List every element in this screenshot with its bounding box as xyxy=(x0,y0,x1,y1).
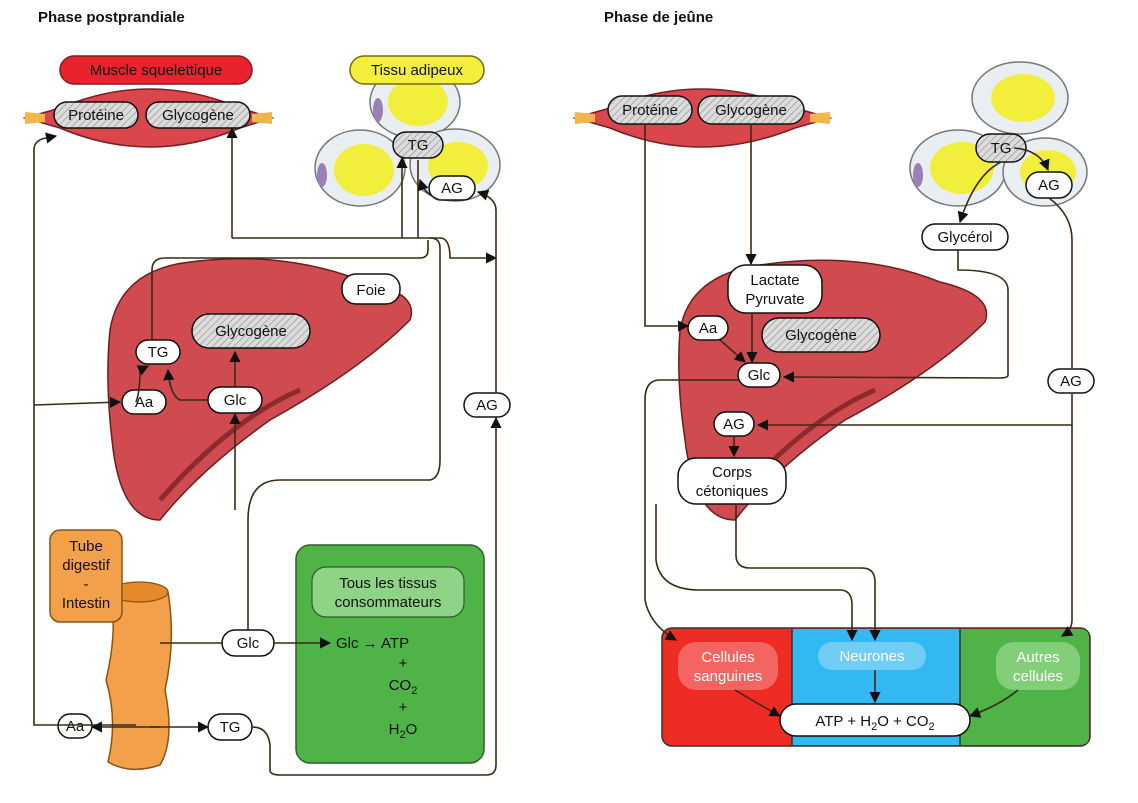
gut-label: Tube digestif - Intestin xyxy=(49,529,123,623)
svg-text:Foie: Foie xyxy=(356,282,385,299)
svg-text:Tous les tissus: Tous les tissus xyxy=(339,575,437,592)
svg-text:AG: AG xyxy=(476,397,498,414)
svg-text:sanguines: sanguines xyxy=(694,668,762,685)
svg-text:cellules: cellules xyxy=(1013,668,1063,685)
svg-text:Glycogène: Glycogène xyxy=(215,323,287,340)
svg-text:Glycérol: Glycérol xyxy=(937,229,992,246)
svg-text:Pyruvate: Pyruvate xyxy=(745,291,804,308)
svg-text:AG: AG xyxy=(723,416,745,433)
svg-text:Intestin: Intestin xyxy=(62,595,110,612)
svg-text:consommateurs: consommateurs xyxy=(335,594,442,611)
right-glc-node: Glc xyxy=(737,362,781,388)
right-connector-lines xyxy=(644,124,1074,718)
svg-text:AG: AG xyxy=(1038,177,1060,194)
svg-text:AG: AG xyxy=(441,180,463,197)
svg-text:Glycogène: Glycogène xyxy=(785,327,857,344)
svg-text:cétoniques: cétoniques xyxy=(696,483,769,500)
svg-text:Muscle squelettique: Muscle squelettique xyxy=(90,62,223,79)
svg-text:Aa: Aa xyxy=(135,394,154,411)
svg-text:TG: TG xyxy=(148,344,169,361)
svg-text:Protéine: Protéine xyxy=(68,107,124,124)
right-liver-glycogen-node: Glycogène xyxy=(761,317,881,353)
svg-text:Tissu adipeux: Tissu adipeux xyxy=(371,62,463,79)
svg-text:+: + xyxy=(399,655,408,672)
svg-text:Glycogène: Glycogène xyxy=(162,107,234,124)
gut-tube-shape xyxy=(105,581,173,771)
other-cells-label: Autres cellules xyxy=(996,642,1080,690)
left-adipose-tg-node: TG xyxy=(392,131,444,159)
svg-text:Glycogène: Glycogène xyxy=(715,102,787,119)
left-panel-title: Phase postprandiale xyxy=(38,9,185,26)
svg-text:Aa: Aa xyxy=(66,718,85,735)
glycerol-node: Glycérol xyxy=(921,223,1009,251)
svg-text:-: - xyxy=(84,576,89,593)
svg-text:Aa: Aa xyxy=(699,320,718,337)
right-adipose-ag-node: AG xyxy=(1025,171,1073,199)
left-side-ag-node: AG xyxy=(463,392,511,418)
gut-tg-node: TG xyxy=(207,713,253,741)
left-protein-node: Protéine xyxy=(53,101,139,129)
svg-text:ATP + H2O + CO2: ATP + H2O + CO2 xyxy=(815,713,934,733)
svg-text:Glc: Glc xyxy=(748,367,771,384)
left-connector-lines xyxy=(33,126,502,776)
left-adipose-ag-node: AG xyxy=(428,175,476,201)
left-liver-aa-node: Aa xyxy=(121,389,167,415)
svg-text:Neurones: Neurones xyxy=(839,648,904,665)
adipose-label: Tissu adipeux xyxy=(349,55,485,85)
gut-glc-node: Glc xyxy=(221,629,275,657)
right-protein-node: Protéine xyxy=(607,95,693,125)
svg-text:AG: AG xyxy=(1060,373,1082,390)
svg-text:H2O: H2O xyxy=(389,721,418,741)
neurons-label: Neurones xyxy=(818,642,926,670)
left-muscle-glycogen-node: Glycogène xyxy=(145,101,251,129)
right-muscle-glycogen-node: Glycogène xyxy=(697,95,805,125)
svg-text:Tube: Tube xyxy=(69,538,103,555)
svg-text:TG: TG xyxy=(991,140,1012,157)
svg-text:Protéine: Protéine xyxy=(622,102,678,119)
left-liver-glycogen-node: Glycogène xyxy=(191,313,311,349)
left-liver-label: Foie xyxy=(341,273,401,305)
blood-cells-label: Cellules sanguines xyxy=(678,642,778,690)
right-panel-title: Phase de jeûne xyxy=(604,9,713,26)
ketone-bodies-node: Corps cétoniques xyxy=(677,457,787,505)
atp-output-node: ATP + H2O + CO2 xyxy=(779,703,971,737)
atp-reaction: Glc → ATP + CO2 + H2O xyxy=(336,635,417,741)
lactate-pyruvate-node: Lactate Pyruvate xyxy=(727,264,823,314)
svg-text:digestif: digestif xyxy=(62,557,110,574)
svg-text:Autres: Autres xyxy=(1016,649,1059,666)
svg-text:TG: TG xyxy=(220,719,241,736)
svg-text:Lactate: Lactate xyxy=(750,272,799,289)
svg-text:Glc → ATP: Glc → ATP xyxy=(336,635,409,652)
muscle-label: Muscle squelettique xyxy=(59,55,253,85)
left-liver-tg-node: TG xyxy=(135,339,181,365)
svg-text:Glc: Glc xyxy=(237,635,260,652)
gut-aa-node: Aa xyxy=(57,713,93,739)
svg-text:Glc: Glc xyxy=(224,392,247,409)
svg-text:Corps: Corps xyxy=(712,464,752,481)
right-side-ag-node: AG xyxy=(1047,368,1095,394)
left-liver-shape xyxy=(107,257,413,521)
right-aa-node: Aa xyxy=(687,315,729,341)
left-liver-glc-node: Glc xyxy=(207,386,263,414)
consuming-tissues-box: Tous les tissus consommateurs xyxy=(295,544,485,764)
svg-text:Cellules: Cellules xyxy=(701,649,754,666)
right-liver-ag-node: AG xyxy=(713,411,755,437)
svg-text:CO2: CO2 xyxy=(389,677,418,697)
svg-text:+: + xyxy=(399,699,408,716)
svg-text:TG: TG xyxy=(408,137,429,154)
